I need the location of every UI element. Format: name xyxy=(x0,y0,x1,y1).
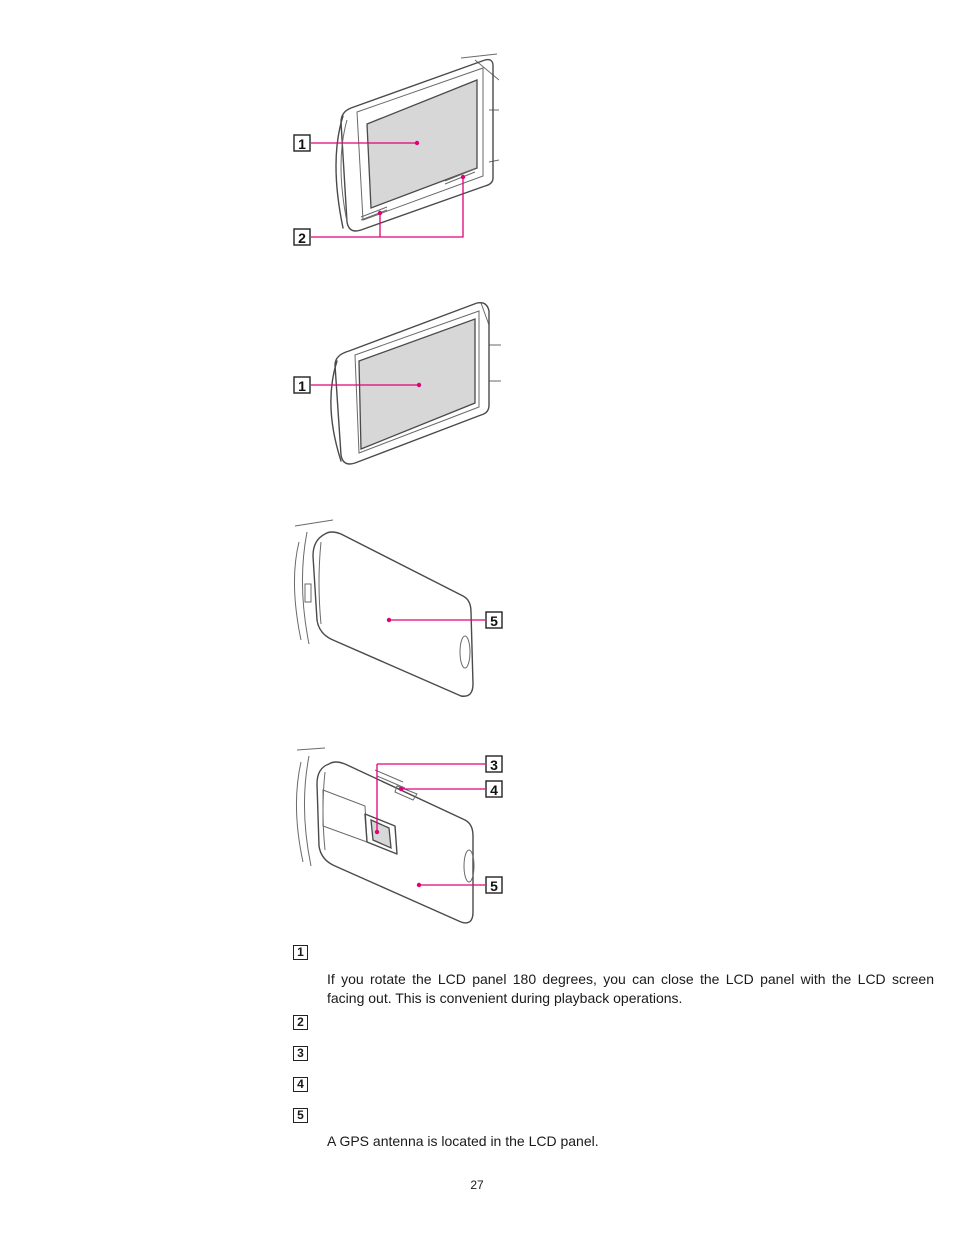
svg-text:1: 1 xyxy=(298,378,306,394)
legend-badge-2: 2 xyxy=(293,1015,308,1030)
svg-text:1: 1 xyxy=(298,136,306,152)
lcd-closed-back-illustration: 5 xyxy=(294,519,503,697)
lcd-open-front-illustration: 1 2 xyxy=(293,53,500,246)
svg-text:5: 5 xyxy=(490,878,498,894)
lcd-closed-lens-illustration: 3 4 5 xyxy=(295,747,503,924)
legend-badge-1: 1 xyxy=(293,945,308,960)
callout-badge-5: 5 xyxy=(485,876,503,894)
page-number: 27 xyxy=(470,1178,484,1192)
figure-lcd-open-front: 1 2 xyxy=(285,50,525,250)
callout-badge-3: 3 xyxy=(485,755,503,773)
svg-text:4: 4 xyxy=(490,782,498,798)
callout-badge-2: 2 xyxy=(293,228,311,246)
legend-description-5: A GPS antenna is located in the LCD pane… xyxy=(327,1133,599,1149)
figure-lcd-screen: 1 xyxy=(285,295,525,475)
legend-badge-5: 5 xyxy=(293,1108,308,1123)
svg-text:5: 5 xyxy=(490,613,498,629)
callout-badge-1: 1 xyxy=(293,134,311,152)
legend-badge-3: 3 xyxy=(293,1046,308,1061)
legend-badge-4: 4 xyxy=(293,1077,308,1092)
callout-badge-5: 5 xyxy=(485,611,503,629)
svg-text:3: 3 xyxy=(490,757,498,773)
legend-description-1: If you rotate the LCD panel 180 degrees,… xyxy=(327,971,934,1006)
svg-text:2: 2 xyxy=(298,230,306,246)
lcd-screen-illustration: 1 xyxy=(293,301,501,465)
callout-badge-4: 4 xyxy=(485,780,503,798)
figure-lcd-closed-back: 5 xyxy=(285,512,525,707)
figure-lcd-closed-lens: 3 4 5 xyxy=(285,742,525,932)
callout-badge-1: 1 xyxy=(293,376,311,394)
